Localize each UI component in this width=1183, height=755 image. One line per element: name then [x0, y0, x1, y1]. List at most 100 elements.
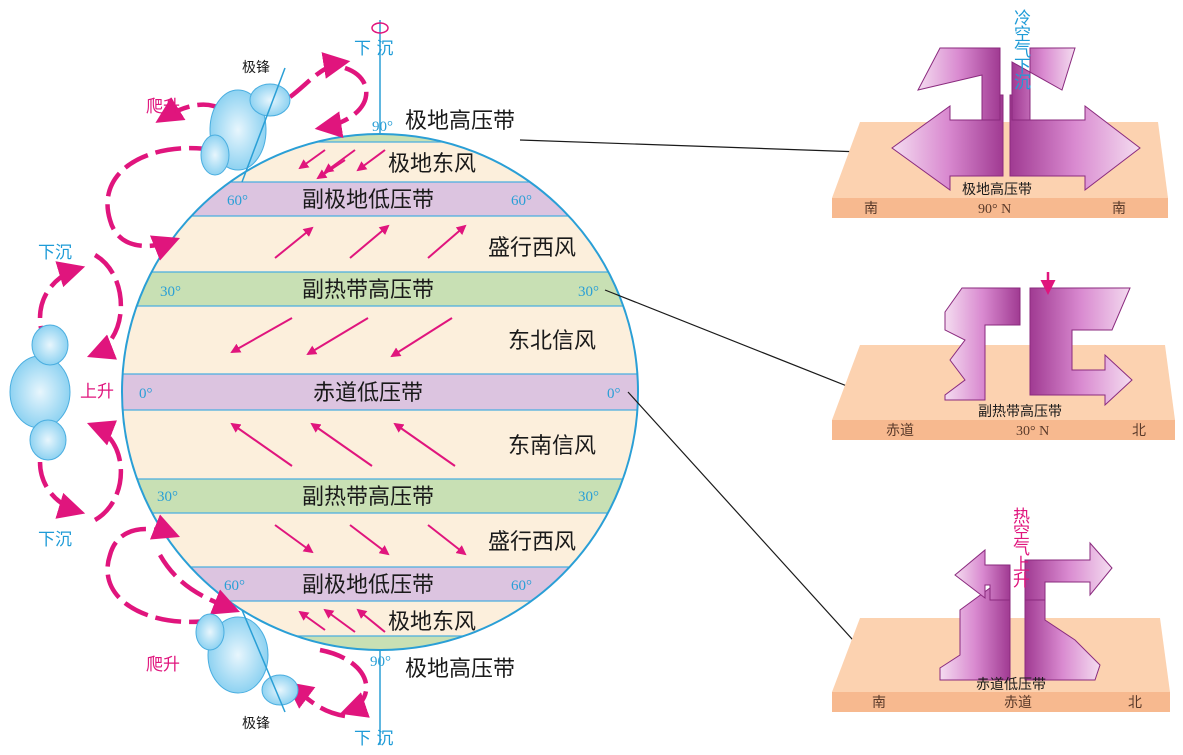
ground-front — [832, 198, 1168, 218]
polar-cell-loop — [314, 65, 369, 139]
inflow-arrow-left — [917, 47, 1001, 121]
lat-30-north-left: 30° — [160, 284, 181, 300]
descending-arrow-right — [1029, 287, 1133, 407]
label-climb-top: 爬升 — [146, 97, 180, 117]
label-subpolar-low-north: 副极地低压带 — [302, 188, 434, 213]
label-polar-high-south: 极地高压带 — [405, 657, 515, 682]
vertical-char: 沉 — [1014, 73, 1031, 93]
wind-arrow — [316, 159, 346, 180]
lat-60-south-right: 60° — [511, 578, 532, 594]
panel-polar-vertical-label: 冷 空 气 下 沉 — [1014, 9, 1031, 93]
lat-0-left: 0° — [139, 386, 153, 402]
label-sink-bottom: 下 沉 — [354, 729, 393, 749]
panel-subtropical-center: 30° N — [1016, 424, 1049, 439]
vertical-char: 空 — [1013, 523, 1030, 543]
label-westerlies-north: 盛行西风 — [488, 236, 576, 261]
rotation-icon — [371, 22, 389, 34]
subtropical-high-band-south — [122, 479, 638, 513]
wind-arrow — [356, 149, 386, 172]
lat-30-north-right: 30° — [578, 284, 599, 300]
lat-0-right: 0° — [607, 386, 621, 402]
ground-front — [832, 420, 1175, 440]
panel-polar-left: 南 — [864, 201, 878, 217]
ground-front — [832, 692, 1170, 712]
wind-arrow — [393, 422, 456, 467]
inflow-arrow-right — [1011, 47, 1076, 121]
label-ne-trade: 东北信风 — [508, 329, 596, 354]
wind-arrow — [310, 422, 373, 467]
hadley-north-outer — [86, 253, 124, 360]
outflow-arrow-left — [891, 94, 1004, 191]
lat-60-south-left: 60° — [224, 578, 245, 594]
label-westerlies-south: 盛行西风 — [488, 530, 576, 555]
polar-front-line-south — [241, 609, 286, 713]
panel-equatorial-left: 南 — [872, 695, 886, 711]
connector-equatorial — [627, 391, 863, 651]
panel-polar-high: 极地高压带 南 90° N 南 冷 空 气 下 沉 — [832, 9, 1168, 218]
ferrel-cell-north — [105, 145, 216, 261]
wind-arrow — [298, 610, 326, 631]
label-polar-front-bottom: 极锋 — [242, 716, 270, 732]
label-polar-front-top: 极锋 — [242, 60, 270, 76]
cloud-icon — [195, 613, 299, 706]
hadley-south-outer — [86, 420, 124, 522]
outflow-arrow-left — [954, 548, 1011, 601]
panel-equatorial-vertical-label: 热 空 气 上 升 — [1013, 507, 1030, 591]
descending-arrow-left — [944, 287, 1021, 401]
panel-equatorial-right: 北 — [1128, 695, 1142, 711]
wind-arrow — [427, 524, 467, 556]
polar-front-rising-south — [158, 553, 241, 615]
wind-arrow — [356, 608, 386, 633]
panel-polar-right: 南 — [1112, 201, 1126, 217]
label-sink-left-top: 下沉 — [38, 243, 72, 263]
label-rise-left: 上升 — [80, 382, 114, 402]
equatorial-low-band — [122, 374, 638, 410]
label-sink-top: 下 沉 — [354, 39, 393, 59]
wind-arrow — [230, 422, 293, 467]
lat-30-south-left: 30° — [157, 489, 178, 505]
wind-arrow — [323, 608, 356, 633]
wind-arrow — [306, 317, 369, 356]
label-polar-high-north: 极地高压带 — [405, 109, 515, 134]
vertical-char: 空 — [1014, 25, 1031, 45]
wind-arrow — [427, 224, 467, 259]
connector-polar — [519, 139, 863, 153]
wind-arrow — [349, 524, 390, 556]
wind-arrows — [230, 149, 467, 633]
label-polar-east-south: 极地东风 — [388, 610, 476, 635]
panel-polar-center: 90° N — [978, 202, 1011, 217]
panel-equatorial-center: 赤道 — [1004, 695, 1032, 711]
ground-top — [832, 345, 1175, 420]
polar-cell-south-loop — [319, 647, 370, 718]
outflow-arrow-right — [1024, 541, 1113, 601]
polar-front-line-north — [241, 67, 286, 183]
panel-subtropical-left: 赤道 — [886, 423, 914, 439]
ferrel-cell-south — [105, 514, 216, 625]
label-subpolar-low-south: 副极地低压带 — [302, 573, 434, 598]
lat-60-north-left: 60° — [227, 193, 248, 209]
outflow-arrow-right — [1009, 94, 1141, 192]
wind-arrow — [298, 149, 326, 170]
connector-subtropical — [604, 289, 863, 393]
label-climb-bottom: 爬升 — [146, 655, 180, 675]
panel-equatorial-low: 赤道低压带 南 赤道 北 热 空 气 上 升 — [832, 507, 1170, 712]
label-sink-left-bottom: 下沉 — [38, 530, 72, 550]
vertical-char: 下 — [1014, 57, 1031, 77]
vertical-char: 热 — [1013, 507, 1030, 527]
wind-arrow — [274, 524, 314, 554]
subtropical-high-band-north — [122, 272, 638, 306]
panel-subtropical-high: 副热带高压带 赤道 30° N 北 — [832, 272, 1175, 440]
label-subtropical-high-north: 副热带高压带 — [302, 278, 434, 303]
inflow-arrow-right — [1024, 599, 1101, 681]
vertical-char: 气 — [1013, 539, 1030, 559]
lat-30-south-right: 30° — [578, 489, 599, 505]
vertical-char: 升 — [1013, 571, 1030, 591]
cloud-icon — [200, 83, 291, 176]
panel-polar-band: 极地高压带 — [962, 181, 1032, 198]
panel-equatorial-band: 赤道低压带 — [976, 677, 1046, 693]
circulation-loops — [37, 52, 370, 719]
polar-cell-top — [288, 52, 351, 99]
lat-60-north-right: 60° — [511, 193, 532, 209]
label-subtropical-high-south: 副热带高压带 — [302, 485, 434, 510]
